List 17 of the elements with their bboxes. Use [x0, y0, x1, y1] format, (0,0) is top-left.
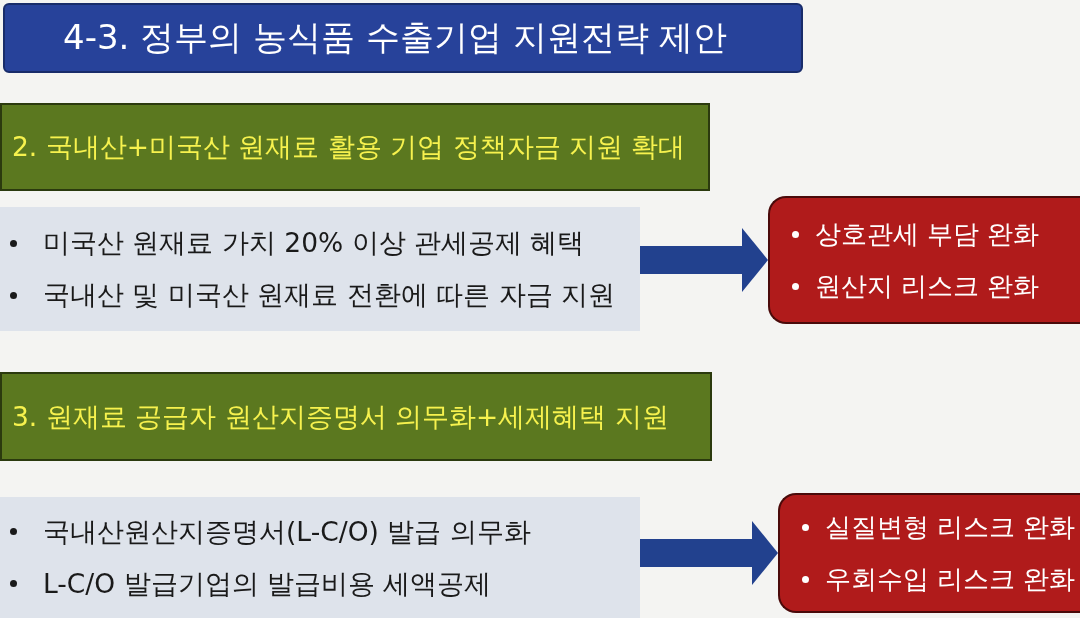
bullet-text: L-C/O 발급기업의 발급비용 세액공제 [43, 567, 492, 600]
heading-band: 2. 국내산+미국산 원재료 활용 기업 정책자금 지원 확대 [0, 103, 710, 191]
bullet-text: 우회수입 리스크 완화 [825, 563, 1076, 595]
result-box [768, 196, 1080, 324]
title-banner: 4-3. 정부의 농식품 수출기업 지원전략 제안 [3, 3, 803, 73]
content-box [0, 207, 640, 331]
result-box [778, 493, 1080, 613]
bullet-text: 미국산 원재료 가치 20% 이상 관세공제 혜택 [43, 227, 585, 259]
bullet-text: 실질변형 리스크 완화 [825, 511, 1076, 543]
bullet-text: 국내산 및 미국산 원재료 전환에 따른 자금 지원 [43, 279, 615, 311]
arrow [640, 228, 768, 292]
bullet-text: 상호관세 부담 완화 [815, 218, 1040, 250]
content-box [0, 497, 640, 618]
heading-band: 3. 원재료 공급자 원산지증명서 의무화+세제혜택 지원 [0, 372, 712, 461]
arrow [640, 521, 778, 585]
bullet-text: 원산지 리스크 완화 [815, 270, 1040, 302]
bullet-text: 국내산원산지증명서(L-C/O) 발급 의무화 [43, 515, 531, 548]
